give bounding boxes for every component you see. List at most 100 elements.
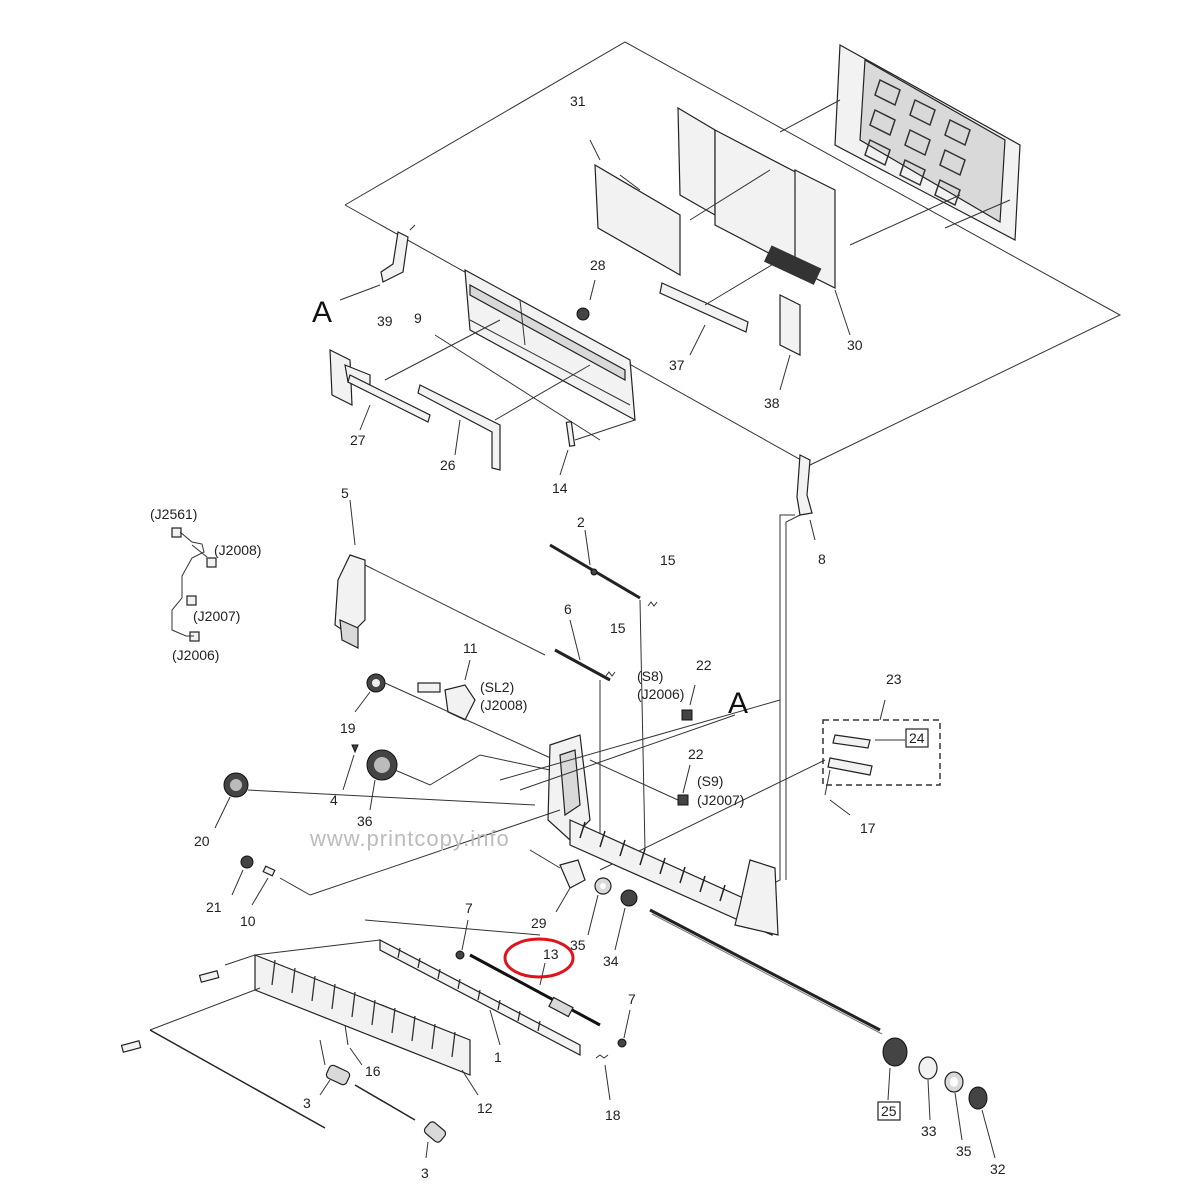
part-30-rear-cover (779, 44, 1021, 246)
part-3-shaft (354, 1084, 416, 1121)
connector-j2008: (J2008) (214, 542, 261, 558)
part-20-gear (214, 772, 536, 829)
screw-upper (198, 970, 220, 983)
callout-33: 33 (921, 1123, 937, 1139)
part-9-arm (380, 224, 416, 283)
screw-lower (120, 1040, 142, 1053)
callout-17: 17 (860, 820, 876, 836)
connector-sl2: (SL2) (480, 679, 514, 695)
part-14-pin (559, 419, 636, 476)
callout-1: 1 (494, 1049, 502, 1065)
part-35-bushing-upper (587, 877, 612, 936)
part-36-gear (366, 749, 551, 811)
callout-39: 39 (377, 313, 393, 329)
callout-15-lower: 15 (610, 620, 626, 636)
part-13-roller-shaft (469, 953, 601, 1027)
callout-11: 11 (463, 640, 478, 656)
feed-guide-assembly (569, 819, 779, 936)
callout-37: 37 (669, 357, 685, 373)
part-28-gear (576, 307, 590, 321)
part-3-roller-upper (319, 1039, 351, 1096)
ref-letter-a-bottom: A (728, 687, 748, 720)
main-shaft (649, 908, 883, 1035)
highlight-circle (503, 937, 575, 979)
connector-j2561: (J2561) (150, 506, 197, 522)
callout-21: 21 (206, 899, 222, 915)
connector-s9-j2007: (J2007) (697, 792, 744, 808)
callout-20: 20 (194, 833, 210, 849)
part-15-spring (605, 601, 658, 677)
part-37-strip (659, 259, 781, 356)
part-33-collar (918, 1056, 938, 1121)
callout-35-upper: 35 (570, 937, 586, 953)
part-21-bushing (231, 855, 254, 896)
part-31-tray (589, 106, 716, 277)
part-1-guide (364, 919, 581, 1056)
part-27-rail (347, 319, 501, 431)
part-2-rod (549, 529, 646, 851)
callout-16: 16 (365, 1063, 381, 1079)
harness-cable (171, 527, 217, 642)
part-32-gear (968, 1086, 996, 1159)
part-6-rod (554, 619, 611, 840)
part-8-arm (769, 454, 816, 886)
callout-32: 32 (990, 1161, 1006, 1177)
connector-j2007: (J2007) (193, 608, 240, 624)
long-rod (149, 987, 326, 1129)
callout-22-lower: 22 (688, 746, 704, 762)
part-22-sensor-upper (681, 684, 696, 721)
part-23-group (599, 699, 941, 871)
part-11-solenoid (417, 659, 476, 721)
part-7-eclip-lower (617, 1009, 631, 1048)
connector-j2006: (J2006) (172, 647, 219, 663)
part-26-rail (417, 364, 591, 471)
callout-4: 4 (330, 792, 338, 808)
callout-15-upper: 15 (660, 552, 676, 568)
callout-31: 31 (570, 93, 586, 109)
callout-24-box: 24 (905, 728, 929, 748)
part-22-sensor-lower (589, 759, 691, 806)
callout-27: 27 (350, 432, 366, 448)
callout-19: 19 (340, 720, 356, 736)
callout-13: 13 (543, 946, 559, 962)
callout-24: 24 (909, 730, 925, 746)
callout-38: 38 (764, 395, 780, 411)
ref-letter-a-top: A (312, 296, 332, 329)
frame-assembly (464, 268, 636, 422)
part-38-label (779, 294, 801, 391)
callout-28: 28 (590, 257, 606, 273)
connector-s8-j2006: (J2006) (637, 686, 684, 702)
part-18-spring (595, 1054, 611, 1101)
callout-25-box: 25 (877, 1101, 901, 1121)
callout-30: 30 (847, 337, 863, 353)
part-19-gear (354, 673, 556, 761)
callout-26: 26 (440, 457, 456, 473)
top-assembly-outline (344, 41, 1122, 466)
callout-18: 18 (605, 1107, 621, 1123)
part-7-eclip-upper (455, 919, 469, 960)
connector-s8: (S8) (637, 668, 663, 684)
callout-3-lower: 3 (421, 1165, 429, 1181)
callout-5: 5 (341, 485, 349, 501)
callout-12: 12 (477, 1100, 493, 1116)
part-4-screw (342, 744, 359, 791)
main-side-frame (499, 699, 781, 841)
watermark-text: www.printcopy.info (309, 826, 510, 851)
connector-s9: (S9) (697, 773, 723, 789)
part-30-tray-panel (689, 129, 851, 336)
part-3-roller-lower (423, 1121, 447, 1159)
callout-25: 25 (881, 1103, 897, 1119)
part-29-holder (529, 849, 586, 913)
callout-14: 14 (552, 480, 568, 496)
callout-7-lower: 7 (628, 991, 636, 1007)
connector-labels: (J2561) (J2008) (J2007) (J2006) (SL2) (J… (150, 506, 744, 808)
connector-sl2-j2008: (J2008) (480, 697, 527, 713)
callout-9: 9 (414, 310, 422, 326)
callout-3-upper: 3 (303, 1095, 311, 1111)
callout-36: 36 (357, 813, 373, 829)
callout-2: 2 (577, 514, 585, 530)
callout-7-upper: 7 (465, 900, 473, 916)
callout-labels: 1 2 3 3 4 5 6 7 7 8 9 10 11 12 13 14 15 … (194, 93, 1006, 1181)
